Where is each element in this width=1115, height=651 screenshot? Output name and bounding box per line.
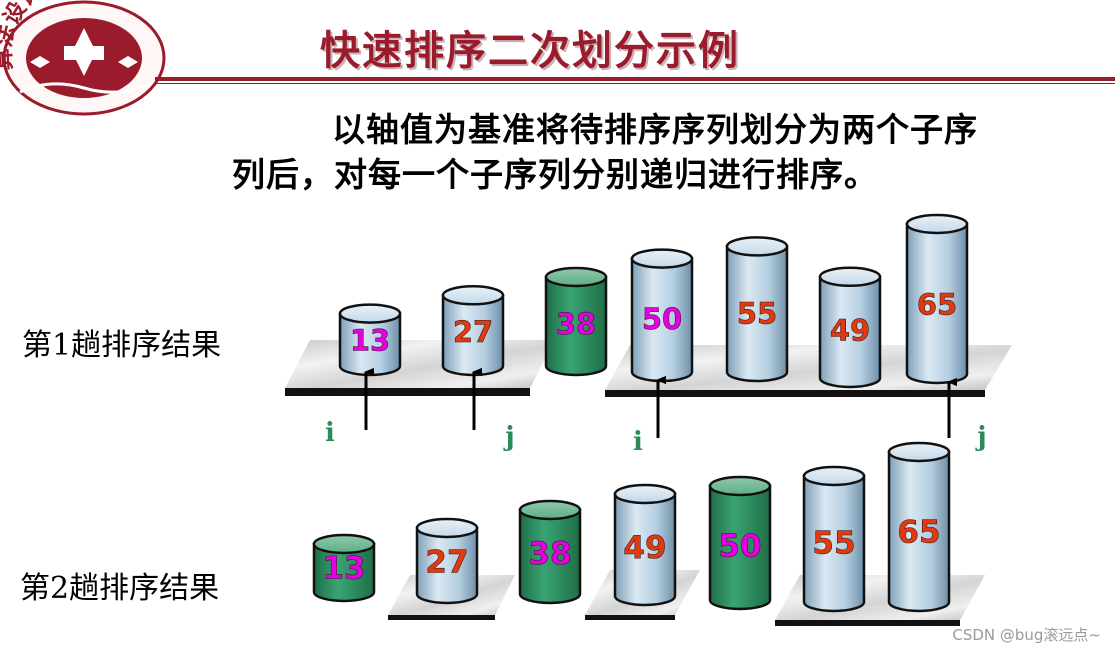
pointer-j-2: j (474, 372, 515, 452)
cylinder-55-pass-1: 55 (725, 236, 789, 383)
cylinder-49-pass-1: 49 (818, 266, 882, 389)
cylinder-value: 65 (917, 288, 957, 322)
watermark: CSDN @bug滚远点~ (952, 626, 1101, 644)
pointer-label: j (975, 422, 986, 452)
pointer-i-1: i (325, 372, 366, 448)
cylinder-13-pass-2: 13 (312, 533, 376, 603)
pointer-j-4: j (949, 382, 987, 452)
cylinder-65-pass-2: 65 (887, 441, 951, 613)
cylinder-value: 27 (453, 315, 493, 349)
pointer-i-3: i (633, 380, 658, 457)
cylinder-13-pass-1: 13 (338, 303, 402, 377)
cylinder-65-pass-1: 65 (905, 213, 969, 385)
title-divider-thin (155, 83, 1115, 84)
cylinder-value: 13 (322, 550, 365, 586)
cylinder-55-pass-2: 55 (802, 465, 866, 613)
platform-row2-mid-edge (585, 615, 675, 620)
pass-1-label: 第1趟排序结果 (22, 328, 222, 363)
cylinder-38-pass-2: 38 (518, 499, 582, 605)
pass-2-label: 第2趟排序结果 (20, 571, 220, 606)
cylinder-27-pass-1: 27 (441, 285, 505, 377)
cylinder-value: 27 (425, 544, 468, 580)
platform-row1-left-edge (285, 388, 530, 396)
pointer-label: j (503, 422, 514, 452)
pointer-label: i (325, 418, 335, 448)
pointer-label: i (633, 427, 643, 457)
cylinder-27-pass-2: 27 (415, 517, 479, 605)
description-line-2: 列后，对每一个子序列分别递归进行排序。 (232, 155, 878, 194)
cylinder-value: 49 (830, 313, 870, 347)
cylinder-value: 50 (642, 302, 682, 336)
cylinder-value: 49 (623, 530, 666, 566)
cylinder-value: 38 (528, 536, 571, 572)
cylinder-value: 38 (556, 307, 596, 341)
cylinder-49-pass-2: 49 (613, 483, 677, 607)
description-line-1: 以轴值为基准将待排序序列划分为两个子序 (332, 110, 978, 149)
cylinder-38-pass-1: 38 (544, 266, 608, 377)
cylinder-value: 65 (897, 515, 940, 551)
platform-row1-right-edge (605, 390, 985, 397)
slide-title: 快速排序二次划分示例 (320, 28, 740, 74)
platform-row1-left (285, 340, 555, 388)
cylinder-value: 55 (812, 525, 855, 561)
platform-row2-right-edge (775, 620, 960, 626)
course-logo: 算法设计与分析 (0, 0, 166, 116)
cylinder-value: 55 (737, 296, 777, 330)
cylinder-value: 50 (718, 529, 761, 565)
cylinder-50-pass-2: 50 (708, 475, 772, 611)
title-divider (155, 77, 1115, 81)
cylinders: 13 27 38 50 55 49 65 13 27 38 49 50 55 65 (312, 213, 969, 613)
platform-row2-left-edge (388, 615, 495, 620)
cylinder-value: 13 (350, 323, 390, 357)
cylinder-50-pass-1: 50 (630, 248, 694, 383)
